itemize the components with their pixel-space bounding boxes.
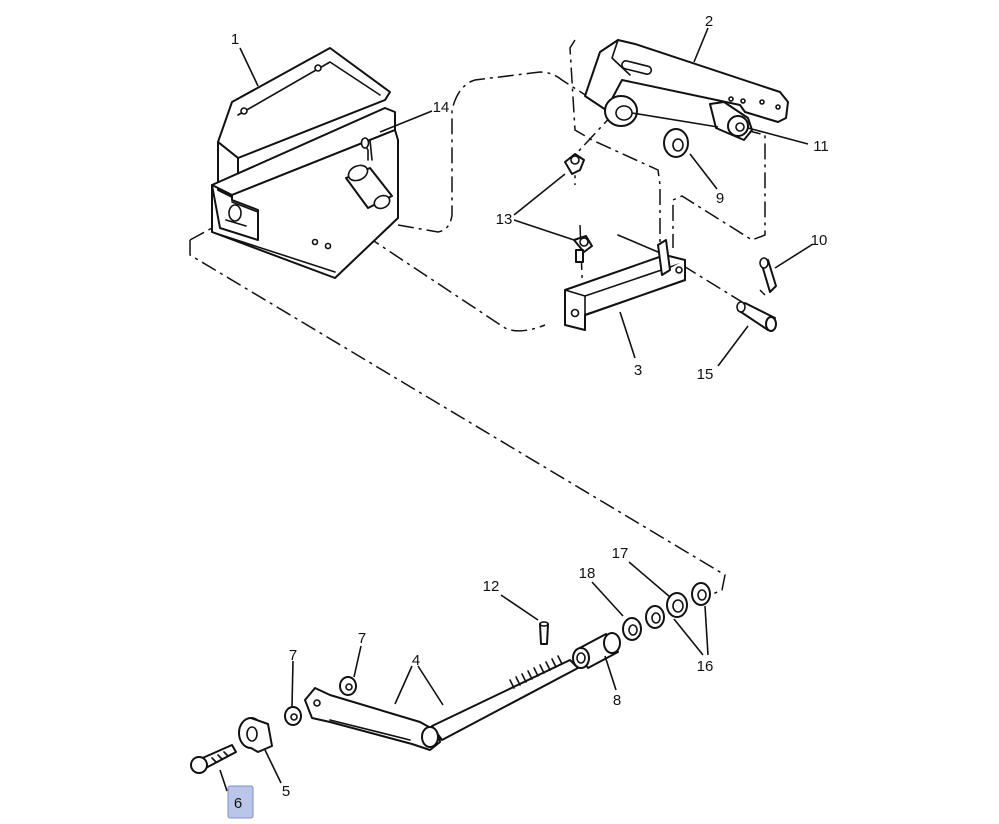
callout-13: 13 xyxy=(496,211,513,228)
part-7-nut-right xyxy=(339,676,357,696)
callout-2: 2 xyxy=(705,13,713,30)
callout-6: 6 xyxy=(234,795,242,812)
callout-8: 8 xyxy=(613,692,621,709)
callout-7-right: 7 xyxy=(358,630,366,647)
callout-5: 5 xyxy=(282,783,290,800)
part-16-washer-b xyxy=(691,582,711,606)
callout-labels: 1 2 3 4 5 6 7 7 8 9 10 11 12 13 14 15 16… xyxy=(231,13,829,812)
part-2-arm-bracket xyxy=(584,39,789,141)
part-3-channel-bracket xyxy=(564,234,686,331)
part-15-clevis-pin xyxy=(736,301,777,332)
callout-3: 3 xyxy=(634,362,642,379)
part-14-pivot-pin xyxy=(345,137,393,210)
callout-16: 16 xyxy=(697,658,714,675)
part-9-washer xyxy=(663,128,689,158)
callout-15: 15 xyxy=(697,366,714,383)
callout-9: 9 xyxy=(716,190,724,207)
part-16-washer-a xyxy=(645,605,665,629)
part-5-spacer xyxy=(238,717,273,753)
callout-12: 12 xyxy=(483,578,500,595)
callout-18: 18 xyxy=(579,565,596,582)
part-12-roll-pin xyxy=(539,621,549,645)
part-17-washer xyxy=(666,592,688,618)
part-18-washer xyxy=(622,617,642,641)
callout-7-left: 7 xyxy=(289,647,297,664)
callout-14: 14 xyxy=(433,99,450,116)
callout-11: 11 xyxy=(813,138,829,155)
part-13-grease-fittings xyxy=(564,153,593,263)
callout-6-highlight xyxy=(227,785,254,819)
part-1-mounting-bracket xyxy=(211,47,399,279)
part-7-nut-left xyxy=(284,706,302,726)
leader-lines xyxy=(219,27,814,792)
callout-1: 1 xyxy=(231,31,239,48)
callout-10: 10 xyxy=(811,232,828,249)
part-6-bolt xyxy=(190,744,237,774)
part-8-bushing xyxy=(572,632,621,669)
part-4-lever-and-rod xyxy=(304,655,579,751)
callout-4: 4 xyxy=(412,652,420,669)
callout-17: 17 xyxy=(612,545,629,562)
part-10-cotter-pin xyxy=(759,257,777,293)
